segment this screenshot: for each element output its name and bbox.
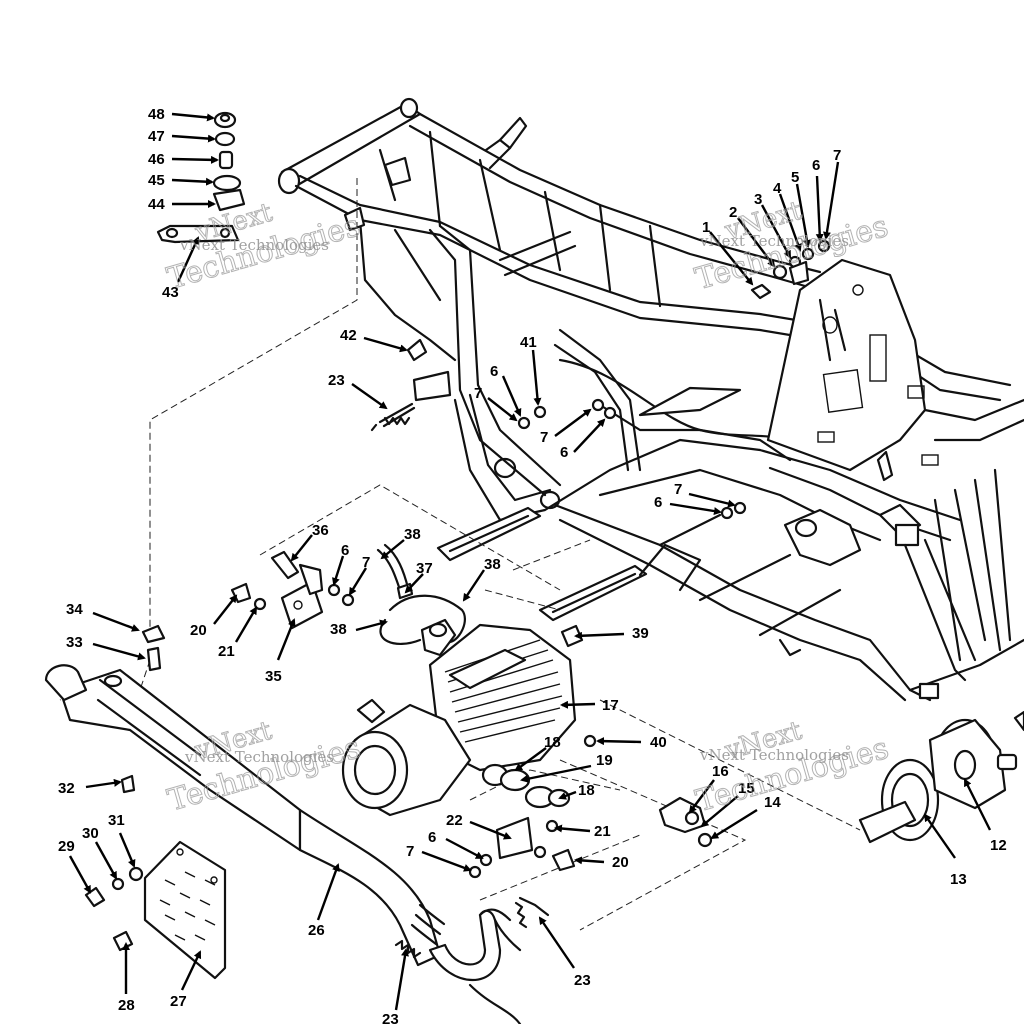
callout-29: 29 — [58, 838, 75, 855]
callout-6-mount: 6 — [341, 542, 349, 559]
reference-lines — [59, 178, 861, 931]
callout-42: 42 — [340, 327, 357, 344]
callout-20-right: 20 — [612, 854, 629, 871]
callout-21-left: 21 — [218, 643, 235, 660]
callout-2: 2 — [729, 204, 737, 221]
leader-lines — [68, 112, 992, 1011]
callout-21-right: 21 — [594, 823, 611, 840]
callout-18-b: 18 — [578, 782, 595, 799]
callout-28: 28 — [118, 997, 135, 1014]
callout-5: 5 — [791, 169, 799, 186]
muffler-assembly — [44, 624, 550, 1024]
callout-17: 17 — [602, 697, 619, 714]
callout-7-mount: 7 — [362, 554, 370, 571]
callout-43: 43 — [162, 284, 179, 301]
callout-7-rear: 7 — [833, 147, 841, 164]
callout-6-rear: 6 — [812, 157, 820, 174]
callout-33: 33 — [66, 634, 83, 651]
callout-15: 15 — [738, 780, 755, 797]
callout-38-a: 38 — [404, 526, 421, 543]
callout-34: 34 — [66, 601, 83, 618]
callout-6-frame-b: 6 — [560, 444, 568, 461]
callout-labels: 48 47 46 45 44 43 42 23 41 6 7 7 6 1 2 3… — [58, 106, 1007, 1024]
callout-48: 48 — [148, 106, 165, 123]
callout-1: 1 — [702, 219, 710, 236]
callout-39: 39 — [632, 625, 649, 642]
callout-6-frame-a: 6 — [490, 363, 498, 380]
callout-31: 31 — [108, 812, 125, 829]
callout-7-frame-c: 7 — [674, 481, 682, 498]
callout-7-frame-a: 7 — [474, 385, 482, 402]
callout-44: 44 — [148, 196, 165, 213]
callout-3: 3 — [754, 191, 762, 208]
callout-47: 47 — [148, 128, 165, 145]
watermark-small-c: vNext Technologies — [184, 748, 334, 766]
mount-hardware-stack — [156, 111, 246, 244]
callout-12: 12 — [990, 837, 1007, 854]
callout-38-b: 38 — [484, 556, 501, 573]
frame-hardware — [370, 239, 831, 520]
callout-18-a: 18 — [544, 734, 561, 751]
callout-14: 14 — [764, 794, 781, 811]
callout-30: 30 — [82, 825, 99, 842]
callout-22: 22 — [446, 812, 463, 829]
callout-23-upper: 23 — [328, 372, 345, 389]
callout-41: 41 — [520, 334, 537, 351]
callout-13: 13 — [950, 871, 967, 888]
callout-7-frame-b: 7 — [540, 429, 548, 446]
engine-mount-right — [468, 816, 576, 879]
watermark-small-b: vNext Technologies — [699, 232, 849, 250]
callout-6-lower: 6 — [428, 829, 436, 846]
engine-mount-left — [230, 550, 355, 630]
callout-32: 32 — [58, 780, 75, 797]
callout-26: 26 — [308, 922, 325, 939]
callout-37: 37 — [416, 560, 433, 577]
callout-40: 40 — [650, 734, 667, 751]
callout-35: 35 — [265, 668, 282, 685]
watermark-small-d: vNext Technologies — [699, 746, 849, 764]
callout-38-c: 38 — [330, 621, 347, 638]
callout-36: 36 — [312, 522, 329, 539]
callout-6-frame-c: 6 — [654, 494, 662, 511]
engine-assembly — [341, 543, 597, 817]
callout-20-left: 20 — [190, 622, 207, 639]
callout-19: 19 — [596, 752, 613, 769]
callout-23-lower-right: 23 — [574, 972, 591, 989]
callout-27: 27 — [170, 993, 187, 1010]
watermark-small-a: vNext Technologies — [179, 236, 329, 254]
callout-4: 4 — [773, 180, 782, 197]
callout-23-lower-left: 23 — [382, 1011, 399, 1024]
vehicle-frame — [277, 97, 1024, 702]
callout-45: 45 — [148, 172, 165, 189]
callout-7-lower: 7 — [406, 843, 414, 860]
callout-46: 46 — [148, 151, 165, 168]
callout-16: 16 — [712, 763, 729, 780]
